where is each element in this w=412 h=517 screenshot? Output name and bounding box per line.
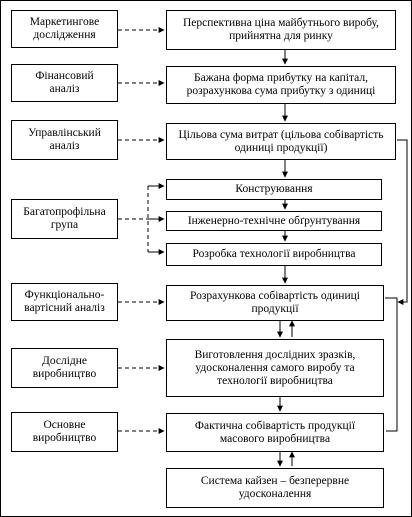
box-label: Багатопрофільна група [23,206,106,231]
box-label: Дослідне виробництво [32,355,97,380]
box-label: Система кайзен – безперервне удосконален… [200,475,350,500]
box-label: Розрахункова собівартість одиниці продук… [190,290,360,315]
box-label: Цільова сума витрат (цільова собівартіст… [178,128,384,154]
calculated-cost-box: Розрахункова собівартість одиниці продук… [166,285,384,321]
box-label: Маркетингове дослідження [29,16,100,41]
actual-cost-box: Фактична собівартість продукції масового… [166,413,384,452]
engineering-justification-box: Інженерно-технічне обґрунтування [166,211,382,231]
box-label: Основне виробництво [32,419,97,444]
multiprofile-bracket [118,183,165,255]
box-label: Розробка технології виробництва [192,248,356,260]
marketing-research-box: Маркетингове дослідження [11,10,118,48]
kaizen-box: Система кайзен – безперервне удосконален… [166,468,384,508]
box-label: Фактична собівартість продукції масового… [194,419,356,445]
financial-analysis-box: Фінансовий аналіз [11,64,118,102]
feedback-target-to-calc [397,139,408,305]
mass-production-box: Основне виробництво [11,412,118,452]
functional-cost-analysis-box: Функціонально- вартісний аналіз [11,283,118,321]
box-label: Виготовлення дослідних зразків, удоскона… [194,348,356,387]
box-label: Фінансовий аналіз [35,70,94,95]
box-label: Управлінський аналіз [28,127,101,152]
box-label: Бажана форма прибутку на капітал, розрах… [186,72,376,97]
box-label: Функціонально- вартісний аналіз [24,289,105,314]
box-label: Інженерно-технічне обґрунтування [187,214,361,227]
management-analysis-box: Управлінський аналіз [11,120,118,160]
target-cost-box: Цільова сума витрат (цільова собівартіст… [166,123,396,160]
box-label: Конструювання [235,183,313,195]
feedback-calc-to-actual [385,297,398,432]
desired-profit-box: Бажана форма прибутку на капітал, розрах… [166,66,396,104]
design-box: Конструювання [166,179,382,200]
box-label: Перспективна ціна майбутнього виробу, пр… [182,17,379,42]
prospective-price-box: Перспективна ціна майбутнього виробу, пр… [166,10,396,50]
prototypes-box: Виготовлення дослідних зразків, удоскона… [166,339,384,397]
multiprofile-group-box: Багатопрофільна група [11,199,118,239]
pilot-production-box: Дослідне виробництво [11,348,118,388]
technology-development-box: Розробка технології виробництва [166,243,382,266]
